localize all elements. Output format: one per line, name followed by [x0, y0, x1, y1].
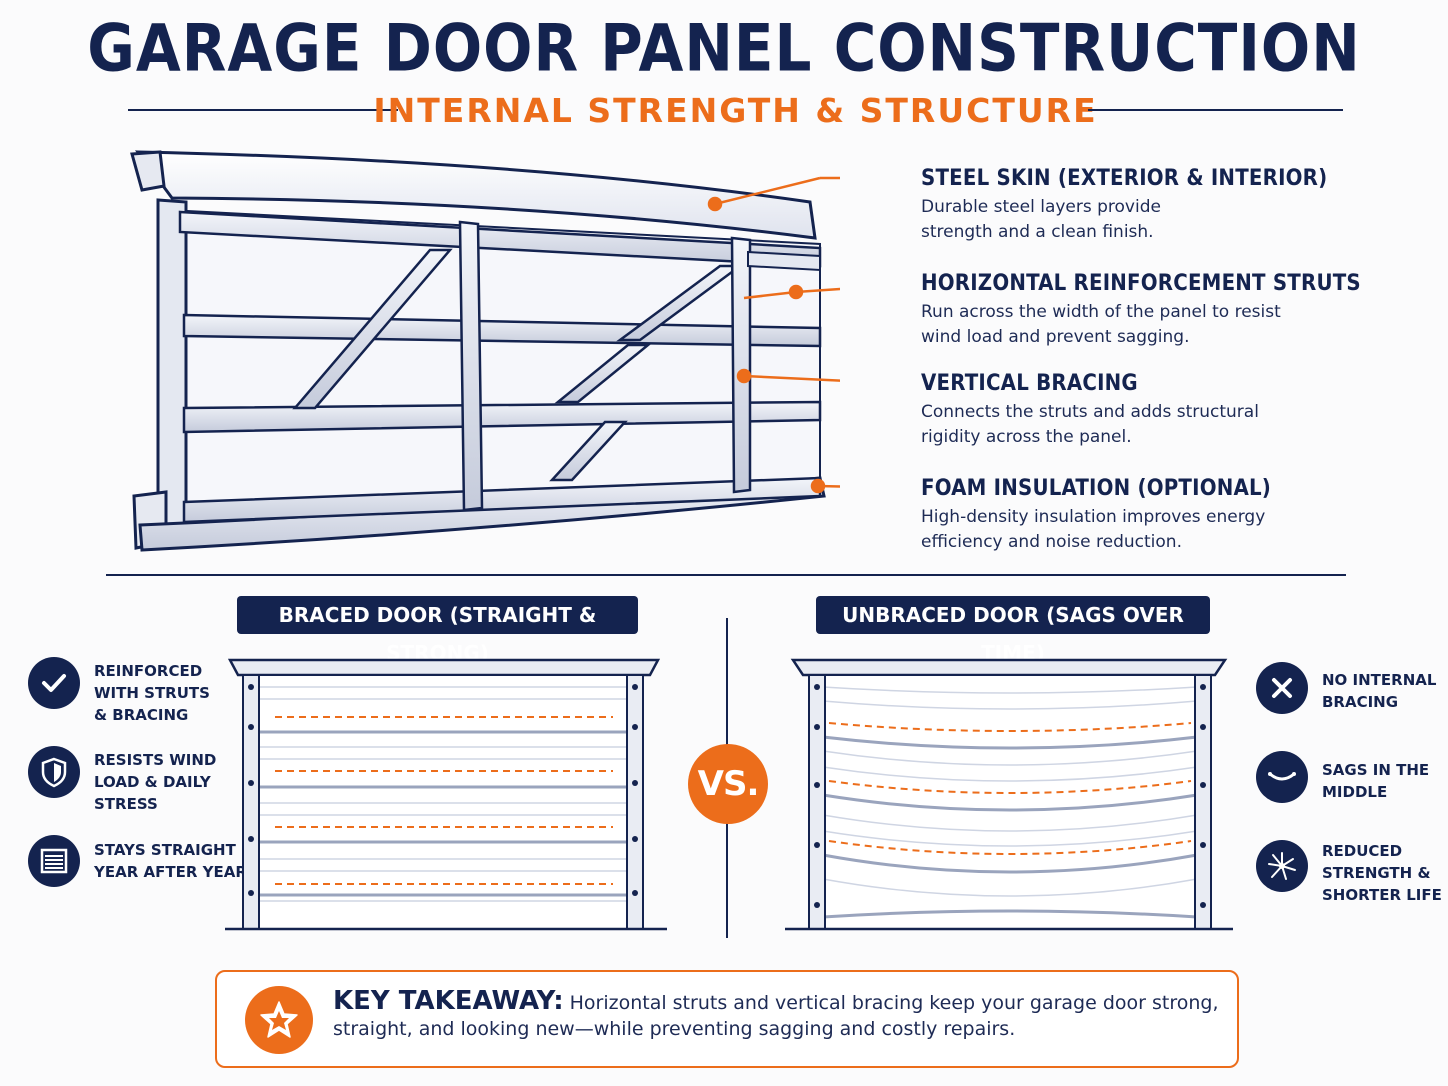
section-divider [106, 574, 1346, 576]
braced-feature-3: STAYS STRAIGHT YEAR AFTER YEAR [94, 841, 247, 881]
key-takeaway-box: KEY TAKEAWAY:Horizontal struts and verti… [215, 970, 1239, 1068]
unbraced-feature-1: NO INTERNAL BRACING [1322, 671, 1437, 711]
callout-foam-insulation: FOAM INSULATION (OPTIONAL) High-density … [921, 476, 1421, 555]
steel-skin-top [134, 150, 817, 240]
horizontal-strut-3 [182, 400, 822, 434]
panel-cutaway-illustration [130, 150, 840, 552]
unbraced-feature-2: SAGS IN THE MIDDLE [1322, 761, 1430, 801]
braced-feature-1: REINFORCED WITH STRUTS & BRACING [94, 662, 210, 724]
callout-heading: VERTICAL BRACING [921, 371, 1138, 396]
subtitle-rule-right [1088, 109, 1343, 111]
braced-feature-2: RESISTS WIND LOAD & DAILY STRESS [94, 751, 217, 813]
takeaway-text: Horizontal struts and vertical bracing k… [333, 992, 1219, 1040]
vs-badge: VS. [688, 744, 768, 824]
crack-icon [1256, 840, 1308, 892]
takeaway-text-block: KEY TAKEAWAY:Horizontal struts and verti… [333, 988, 1223, 1042]
door-panel-icon [28, 835, 80, 887]
callout-vertical-bracing: VERTICAL BRACING Connects the struts and… [921, 371, 1421, 450]
checkmark-icon [28, 657, 80, 709]
page-title: GARAGE DOOR PANEL CONSTRUCTION [87, 9, 1361, 87]
subtitle-rule-left [128, 109, 398, 111]
sag-curve-icon [1256, 751, 1308, 803]
horizontal-strut-2 [182, 313, 822, 348]
callout-horizontal-struts: HORIZONTAL REINFORCEMENT STRUTS Run acro… [921, 271, 1421, 350]
star-icon [245, 986, 313, 1054]
horizontal-strut-4 [182, 476, 822, 524]
takeaway-heading: KEY TAKEAWAY: [333, 986, 564, 1016]
unbraced-feature-3: REDUCED STRENGTH & SHORTER LIFE [1322, 842, 1442, 904]
unbraced-door-label: UNBRACED DOOR (SAGS OVER TIME) [816, 596, 1210, 665]
callout-steel-skin: STEEL SKIN (EXTERIOR & INTERIOR) Durable… [921, 166, 1421, 245]
callout-text: High-density insulation improves energy … [921, 507, 1266, 552]
callout-text: Durable steel layers provide strength an… [921, 197, 1161, 242]
vertical-brace-right [730, 236, 752, 494]
callout-text: Connects the struts and adds structural … [921, 402, 1259, 447]
subtitle: INTERNAL STRENGTH & STRUCTURE [373, 91, 1098, 130]
x-mark-icon [1256, 662, 1308, 714]
braced-door-label: BRACED DOOR (STRAIGHT & STRONG) [237, 596, 638, 665]
callout-heading: STEEL SKIN (EXTERIOR & INTERIOR) [921, 166, 1328, 191]
callout-heading: FOAM INSULATION (OPTIONAL) [921, 476, 1272, 501]
subtitle-row: INTERNAL STRENGTH & STRUCTURE [128, 88, 1343, 132]
shield-icon [28, 746, 80, 798]
braced-door-illustration [225, 658, 667, 931]
unbraced-door-illustration [785, 658, 1233, 931]
vertical-brace-left [458, 220, 484, 512]
callout-text: Run across the width of the panel to res… [921, 302, 1281, 347]
callout-heading: HORIZONTAL REINFORCEMENT STRUTS [921, 271, 1361, 296]
